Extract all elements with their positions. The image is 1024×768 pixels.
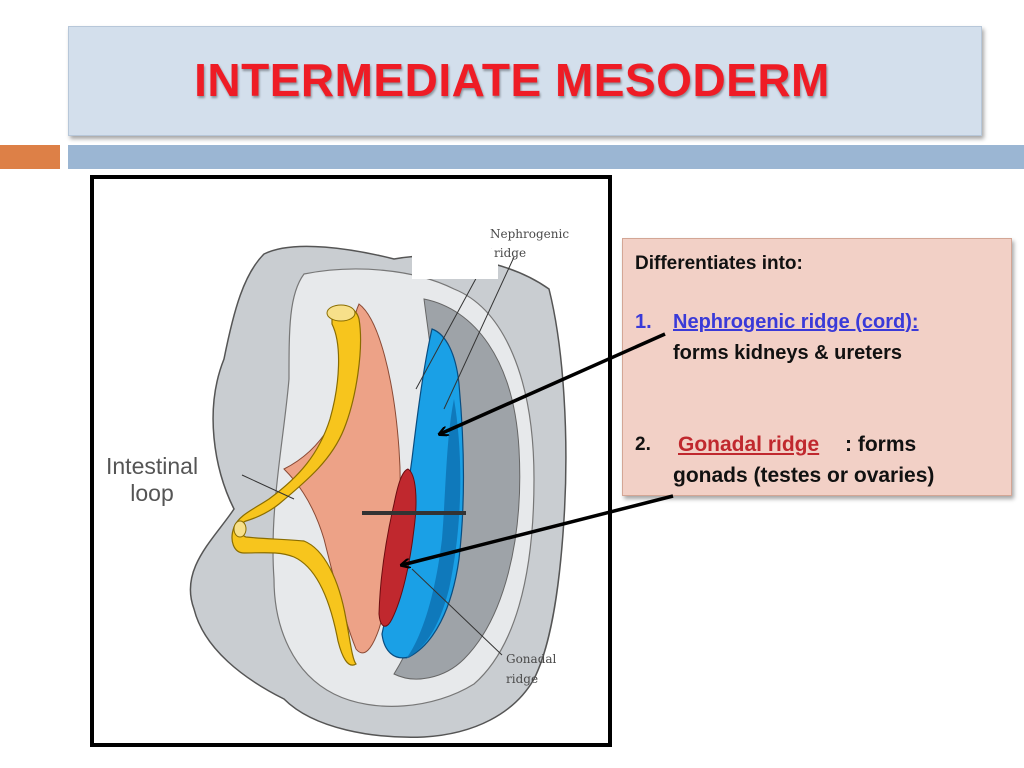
item2-number: 2. <box>635 434 651 455</box>
nephrogenic-ridge-label: Nephrogenic ridge <box>490 227 570 260</box>
accent-bar-orange <box>0 145 60 169</box>
intestinal-loop-label: Intestinal loop <box>106 453 199 506</box>
differentiation-info-box: Differentiates into: 1. Nephrogenic ridg… <box>622 238 1012 496</box>
item1-number: 1. <box>635 311 652 333</box>
slide-title: INTERMEDIATE MESODERM <box>194 54 830 106</box>
label-patch <box>412 249 498 279</box>
gonadal-ridge-term: Gonadal ridge <box>678 433 820 456</box>
embryo-figure: Nephrogenic ridge Gonadal ridge Intestin… <box>90 175 612 747</box>
info-heading: Differentiates into: <box>635 253 803 274</box>
accent-bar-blue <box>68 145 1024 169</box>
intestinal-leader <box>241 474 295 500</box>
gonadal-ridge-forms: : forms <box>845 433 917 456</box>
gut-tube-cut-end <box>326 304 356 322</box>
gut-tube <box>231 306 362 666</box>
gonadal-leader <box>411 568 503 656</box>
nephrogenic-ridge-dark-band <box>406 399 461 659</box>
title-banner <box>68 26 982 136</box>
gut-stalk-end <box>233 520 247 538</box>
nephrogenic-ridge-term: Nephrogenic ridge (cord): <box>673 311 919 333</box>
gonadal-ridge-label: Gonadal ridge <box>506 652 557 686</box>
nephrogenic-ridge-description: forms kidneys & ureters <box>673 342 902 364</box>
gonadal-ridge-description: gonads (testes or ovaries) <box>673 464 935 487</box>
